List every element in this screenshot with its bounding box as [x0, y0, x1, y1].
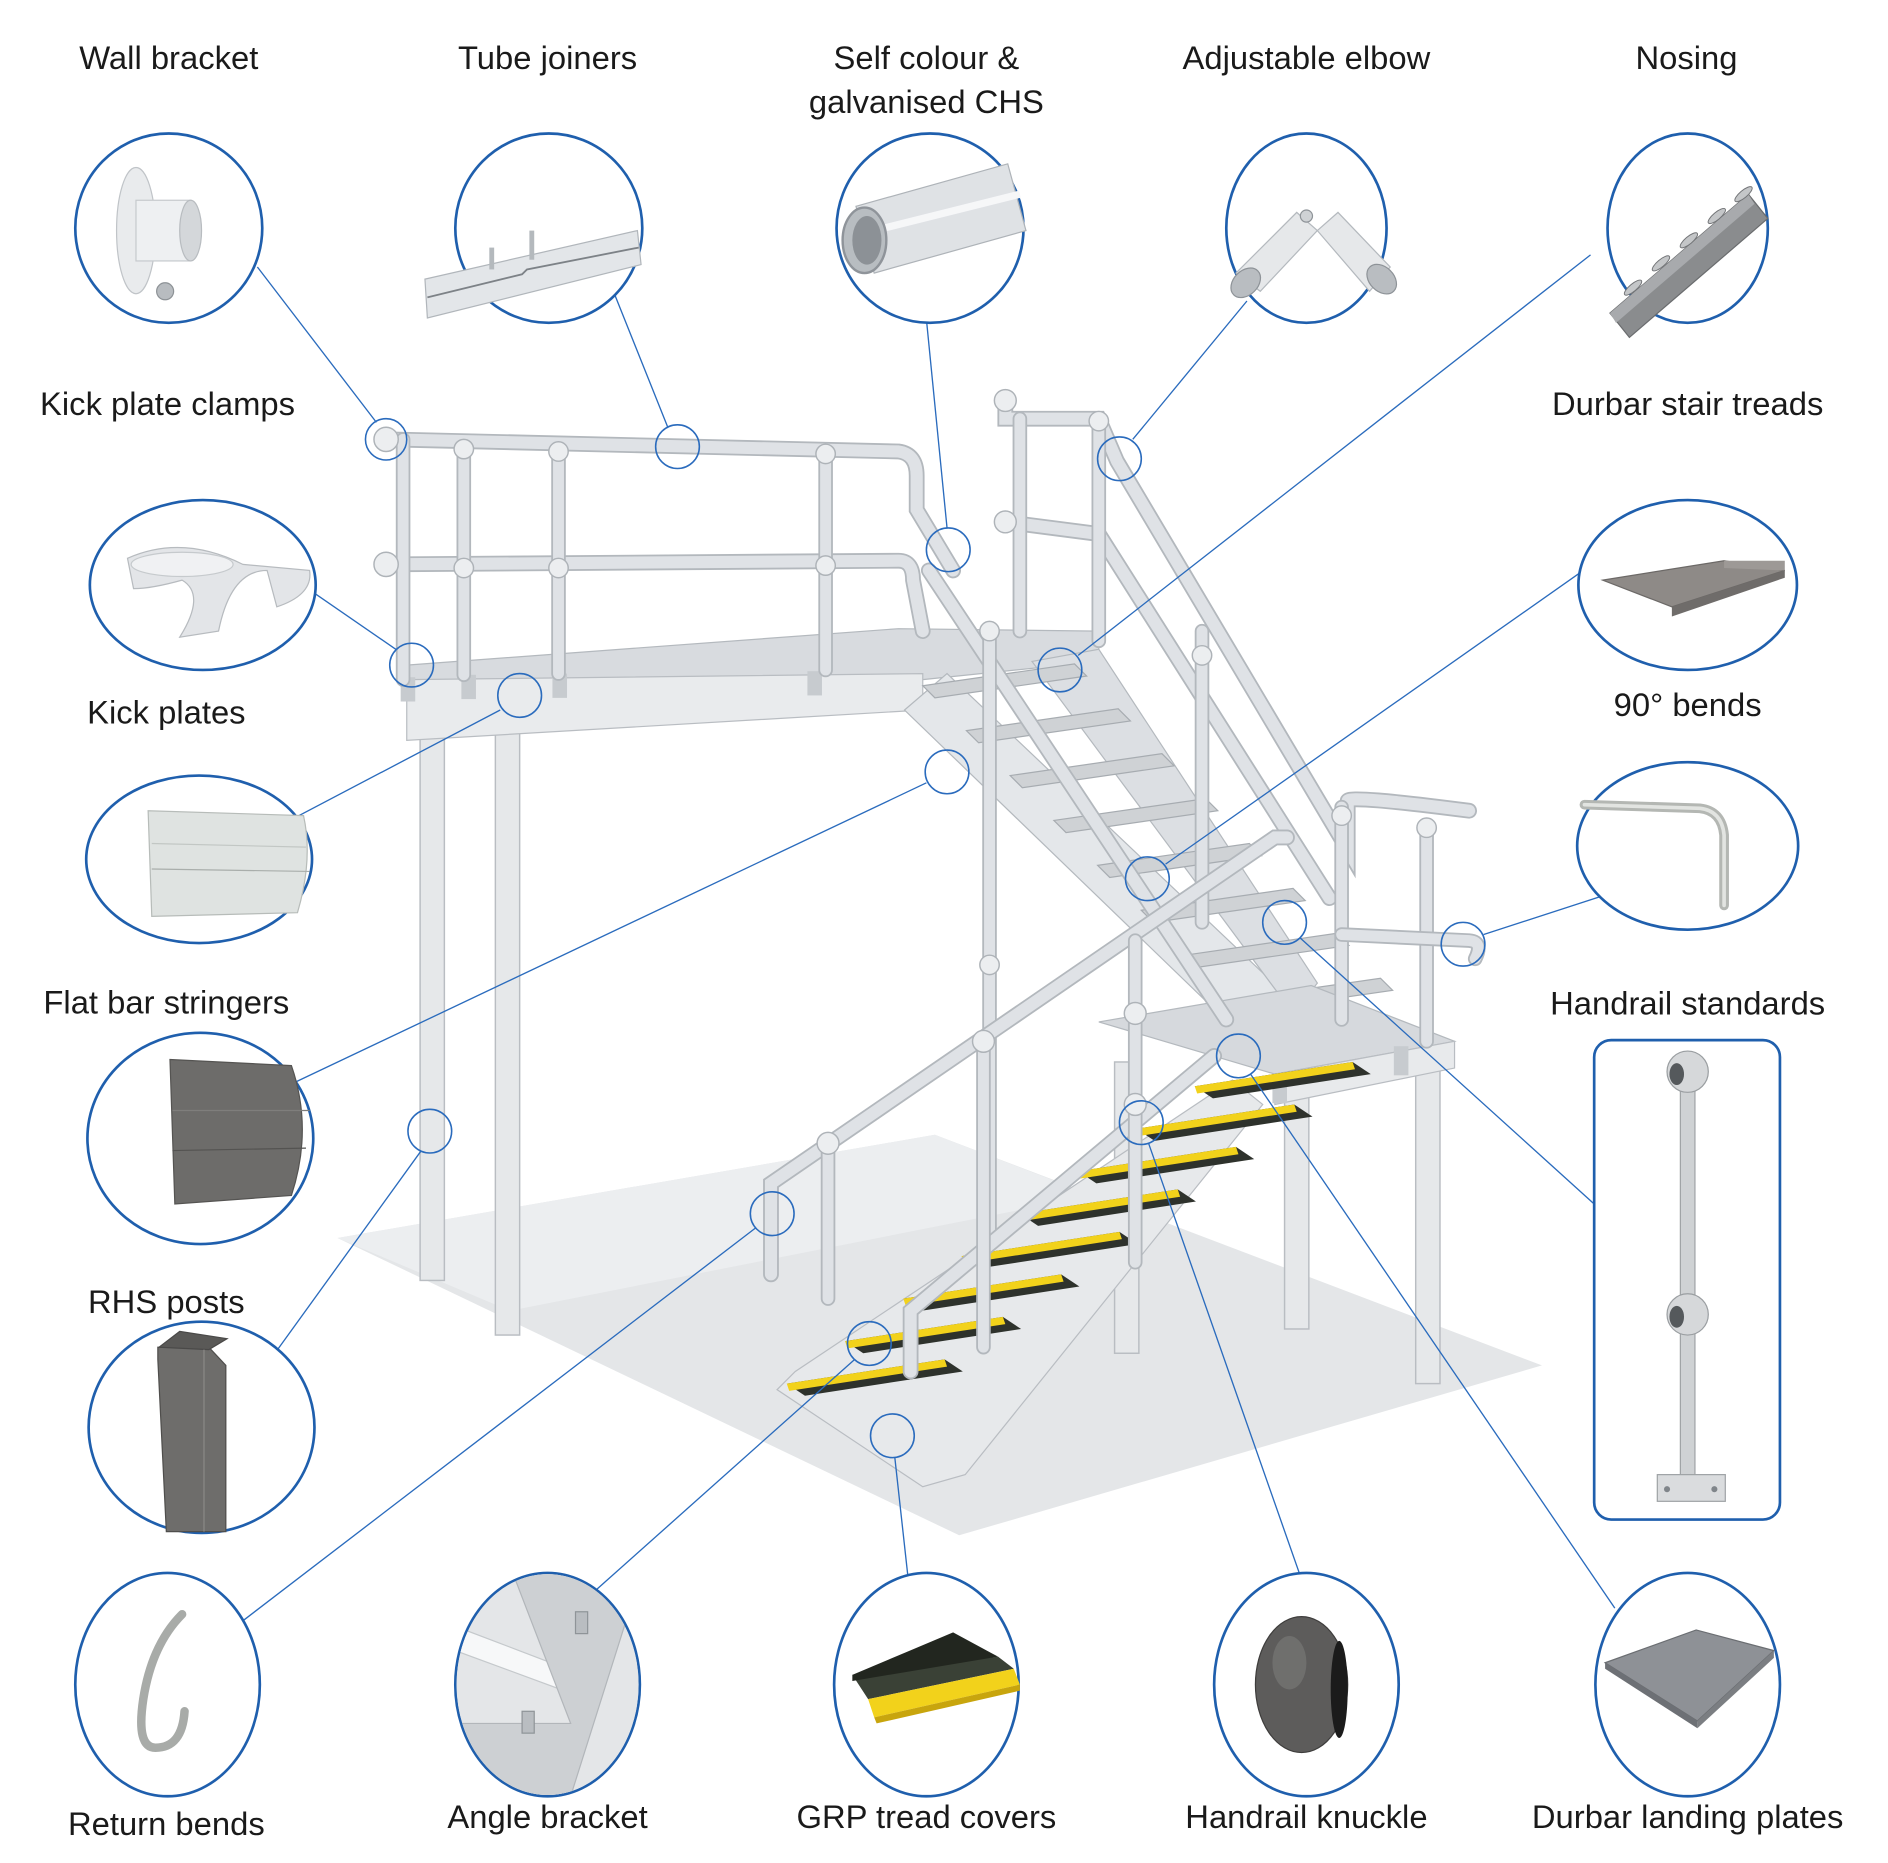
callout-nosing [1037, 647, 1083, 693]
component-durbar-stair-treads[interactable]: Durbar stair treads [1552, 385, 1823, 672]
label-handrail-knuckle: Handrail knuckle [1185, 1798, 1427, 1835]
grp-treads [786, 1061, 1371, 1396]
platform-handrail [373, 426, 961, 687]
ground-slab-shade [337, 1134, 1093, 1311]
adjustable-elbow-icon [1230, 209, 1398, 299]
label-adjustable-elbow: Adjustable elbow [1183, 39, 1431, 76]
label-chs-line1: Self colour & [833, 39, 1019, 76]
callout-durbar-landing-plates [1215, 1033, 1262, 1079]
model-callouts [364, 417, 1486, 1459]
durbar-tread-icon [1600, 560, 1785, 617]
ring-return-bends [73, 1571, 262, 1798]
label-flat-bar-stringers: Flat bar stringers [43, 983, 289, 1020]
label-rhs-posts: RHS posts [88, 1283, 245, 1320]
durbar-landing-plate-icon [1603, 1629, 1776, 1729]
nosing-icon [1609, 186, 1769, 339]
callout-angle-bracket [846, 1320, 892, 1367]
label-kick-plate-clamps: Kick plate clamps [40, 385, 295, 422]
component-durbar-landing-plates[interactable]: Durbar landing plates [1532, 1571, 1844, 1835]
component-90-bends[interactable]: 90° bends [1575, 686, 1800, 932]
label-nosing: Nosing [1635, 39, 1737, 76]
label-return-bends: Return bends [68, 1805, 265, 1842]
handrail-knuckle-icon [1254, 1616, 1349, 1754]
chs-tube-icon [841, 163, 1027, 275]
rhs-post-1 [419, 715, 446, 1282]
grp-tread-nosing [1136, 1104, 1297, 1137]
component-return-bends[interactable]: Return bends [68, 1571, 265, 1842]
label-angle-bracket: Angle bracket [447, 1798, 647, 1835]
upper-stair-flight [903, 648, 1394, 1057]
landing-post-2 [1283, 1085, 1310, 1330]
grp-tread-cover-icon [852, 1632, 1020, 1724]
label-tube-joiners: Tube joiners [458, 39, 637, 76]
component-flat-bar-stringers[interactable]: Flat bar stringers [43, 983, 315, 1246]
wall-bracket-icon [115, 166, 203, 301]
callout-adjustable-elbow [1096, 436, 1143, 482]
component-handrail-knuckle[interactable]: Handrail knuckle [1185, 1571, 1428, 1835]
handrail-standard-icon [1656, 1050, 1726, 1502]
component-adjustable-elbow[interactable]: Adjustable elbow [1183, 39, 1431, 325]
callout-90-bends [1440, 921, 1486, 967]
label-kick-plates: Kick plates [87, 693, 245, 730]
grp-tread-nosing [961, 1231, 1122, 1264]
component-chs[interactable]: Self colour & galvanised CHS [809, 39, 1044, 325]
durbar-tread [1008, 753, 1176, 789]
component-angle-bracket[interactable]: Angle bracket [447, 1566, 655, 1835]
durbar-treads [921, 663, 1394, 1013]
callout-rhs-posts [407, 1108, 453, 1154]
callout-flat-bar-stringers [924, 749, 970, 795]
label-90-bends: 90° bends [1614, 686, 1762, 723]
callout-wall-bracket [364, 417, 408, 461]
component-tube-joiners[interactable]: Tube joiners [424, 39, 644, 325]
flat-bar-stringer-icon [169, 1058, 310, 1205]
lower-flight-handrail [763, 829, 1295, 1380]
tube-joiner-icon [424, 229, 642, 319]
label-handrail-standards: Handrail standards [1550, 985, 1825, 1022]
grp-tread-nosing [845, 1316, 1006, 1349]
leader-lines [239, 254, 1634, 1624]
component-nosing[interactable]: Nosing [1606, 39, 1770, 339]
label-durbar-stair-treads: Durbar stair treads [1552, 385, 1823, 422]
label-durbar-landing-plates: Durbar landing plates [1532, 1798, 1844, 1835]
kick-plate-icon [147, 810, 310, 917]
upper-flight-handrail [993, 388, 1486, 1049]
durbar-tread [965, 708, 1132, 744]
callout-chs [925, 527, 971, 573]
landing-post-3 [1414, 1055, 1441, 1385]
return-bend-icon [137, 1609, 189, 1752]
callout-kick-plates [497, 672, 543, 719]
component-kick-plates[interactable]: Kick plates [84, 693, 314, 945]
label-wall-bracket: Wall bracket [79, 39, 258, 76]
kick-plate-clamp-icon [126, 546, 311, 638]
label-chs-line2: galvanised CHS [809, 83, 1044, 120]
label-grp-tread-covers: GRP tread covers [796, 1798, 1056, 1835]
ring-90-bends [1575, 760, 1800, 932]
component-kick-plate-clamps[interactable]: Kick plate clamps [40, 385, 318, 672]
callout-durbar-stair-treads [1124, 856, 1171, 902]
grp-tread-nosing [1078, 1146, 1239, 1179]
component-wall-bracket[interactable]: Wall bracket [73, 39, 264, 325]
component-grp-tread-covers[interactable]: GRP tread covers [796, 1571, 1056, 1835]
rhs-post-2 [494, 727, 521, 1336]
rhs-post-icon [157, 1330, 229, 1533]
component-handrail-standards[interactable]: Handrail standards [1550, 985, 1825, 1521]
callout-handrail-knuckle [1118, 1100, 1164, 1146]
callout-handrail-standards [1261, 899, 1308, 946]
platform-kick-plate [406, 672, 924, 741]
ring-nosing [1606, 132, 1770, 325]
callout-tube-joiners [654, 423, 701, 470]
angle-bracket-icon [456, 1574, 639, 1796]
component-rhs-posts[interactable]: RHS posts [87, 1283, 316, 1535]
grp-tread-nosing [1194, 1061, 1355, 1094]
callout-return-bends [749, 1191, 795, 1237]
callout-grp-tread-covers [869, 1413, 916, 1459]
callout-kick-plate-clamps [388, 642, 435, 688]
